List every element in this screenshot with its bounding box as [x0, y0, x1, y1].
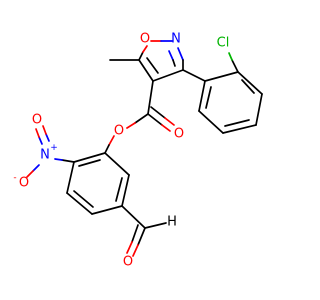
bond-ph-inner-2 [224, 119, 250, 127]
bond-c-nitro-b [54, 158, 63, 161]
bond-np-inner-2 [73, 190, 94, 208]
bond-c5-o1-b [142, 45, 148, 53]
bond-c4-carbonyl [147, 80, 154, 115]
nitro-oxygen-minus-label: O [19, 176, 29, 191]
molecule-structure-diagram: O N Cl O O O - N + O O H [13, 32, 263, 270]
bond-c-o-double-1b [161, 124, 171, 132]
bond-ph-6 [198, 80, 206, 112]
bond-cho-h [144, 222, 167, 229]
bond-c3-phenyl [182, 69, 206, 82]
bond-ph-1 [204, 71, 239, 82]
bond-np-5 [121, 174, 130, 207]
bond-c-o-single-b [126, 122, 136, 129]
bond-ph-3 [255, 93, 263, 126]
bond-o-aryl-b [104, 144, 110, 154]
isoxazole-ring [109, 40, 184, 82]
chlorophenyl-ring [182, 52, 263, 134]
positive-charge-label: + [50, 143, 58, 153]
bond-c-cl-b [228, 52, 233, 61]
bond-n-o-double-1b [35, 128, 40, 138]
ring-nitrogen-label: N [171, 32, 181, 47]
chlorine-label: Cl [217, 36, 230, 51]
bond-np-inner-1 [78, 159, 101, 167]
bond-c-nitro [61, 159, 75, 163]
bond-c-cho [121, 205, 146, 229]
bond-cho-o-1 [137, 227, 146, 246]
bond-n-o-double-2 [45, 133, 50, 142]
bond-ph-inner-3 [205, 86, 212, 109]
bond-o-aryl [108, 135, 115, 146]
bond-ph-inner-1 [241, 79, 255, 94]
bond-cho-o-2 [131, 224, 139, 243]
nitro-oxygen-double-label: O [32, 113, 42, 128]
bond-c-o-double-1 [147, 113, 163, 126]
bond-c5-o1 [138, 51, 144, 61]
ring-oxygen-label: O [140, 32, 150, 47]
bond-ph-5 [198, 110, 224, 134]
negative-charge-label: - [13, 173, 16, 183]
bond-ph-2 [237, 71, 263, 95]
nitrophenyl-ring [26, 125, 130, 215]
ester-group [104, 80, 175, 154]
bond-ph-4 [222, 124, 257, 134]
carbonyl-oxygen-label: O [174, 127, 184, 142]
bond-n-ominus [32, 164, 40, 172]
bond-n2-c3-double-b [172, 59, 176, 67]
bond-c-cl [231, 59, 239, 73]
bond-cho-o-2b [126, 241, 133, 254]
bond-n-o-double-2b [42, 125, 47, 135]
bond-c4-c5 [138, 59, 154, 82]
bond-cho-o-1b [132, 244, 139, 257]
bond-c3-c4 [152, 69, 184, 82]
bond-c-o-single [134, 113, 149, 124]
bond-np-1 [73, 152, 106, 163]
bond-c4-c5-double [146, 57, 159, 74]
aldehyde-hydrogen-label: H [167, 215, 177, 230]
bond-n-ominus-b [26, 170, 34, 178]
bond-n-o-double-1 [38, 136, 43, 145]
aldehyde-group [121, 205, 167, 257]
bond-np-inner-3 [115, 177, 123, 202]
bond-c-o-double-2 [150, 106, 166, 119]
bond-np-2 [66, 161, 75, 194]
aldehyde-oxygen-label: O [123, 255, 133, 270]
bond-n2-c3 [177, 47, 184, 61]
ester-oxygen-label: O [114, 124, 124, 139]
nitro-nitrogen-label: N [40, 148, 50, 163]
bond-c-o-double-2b [164, 117, 175, 126]
bond-np-4 [91, 205, 123, 215]
bond-np-6 [104, 152, 130, 176]
bond-n2-c3-double [168, 50, 174, 61]
bond-np-3 [66, 192, 93, 215]
